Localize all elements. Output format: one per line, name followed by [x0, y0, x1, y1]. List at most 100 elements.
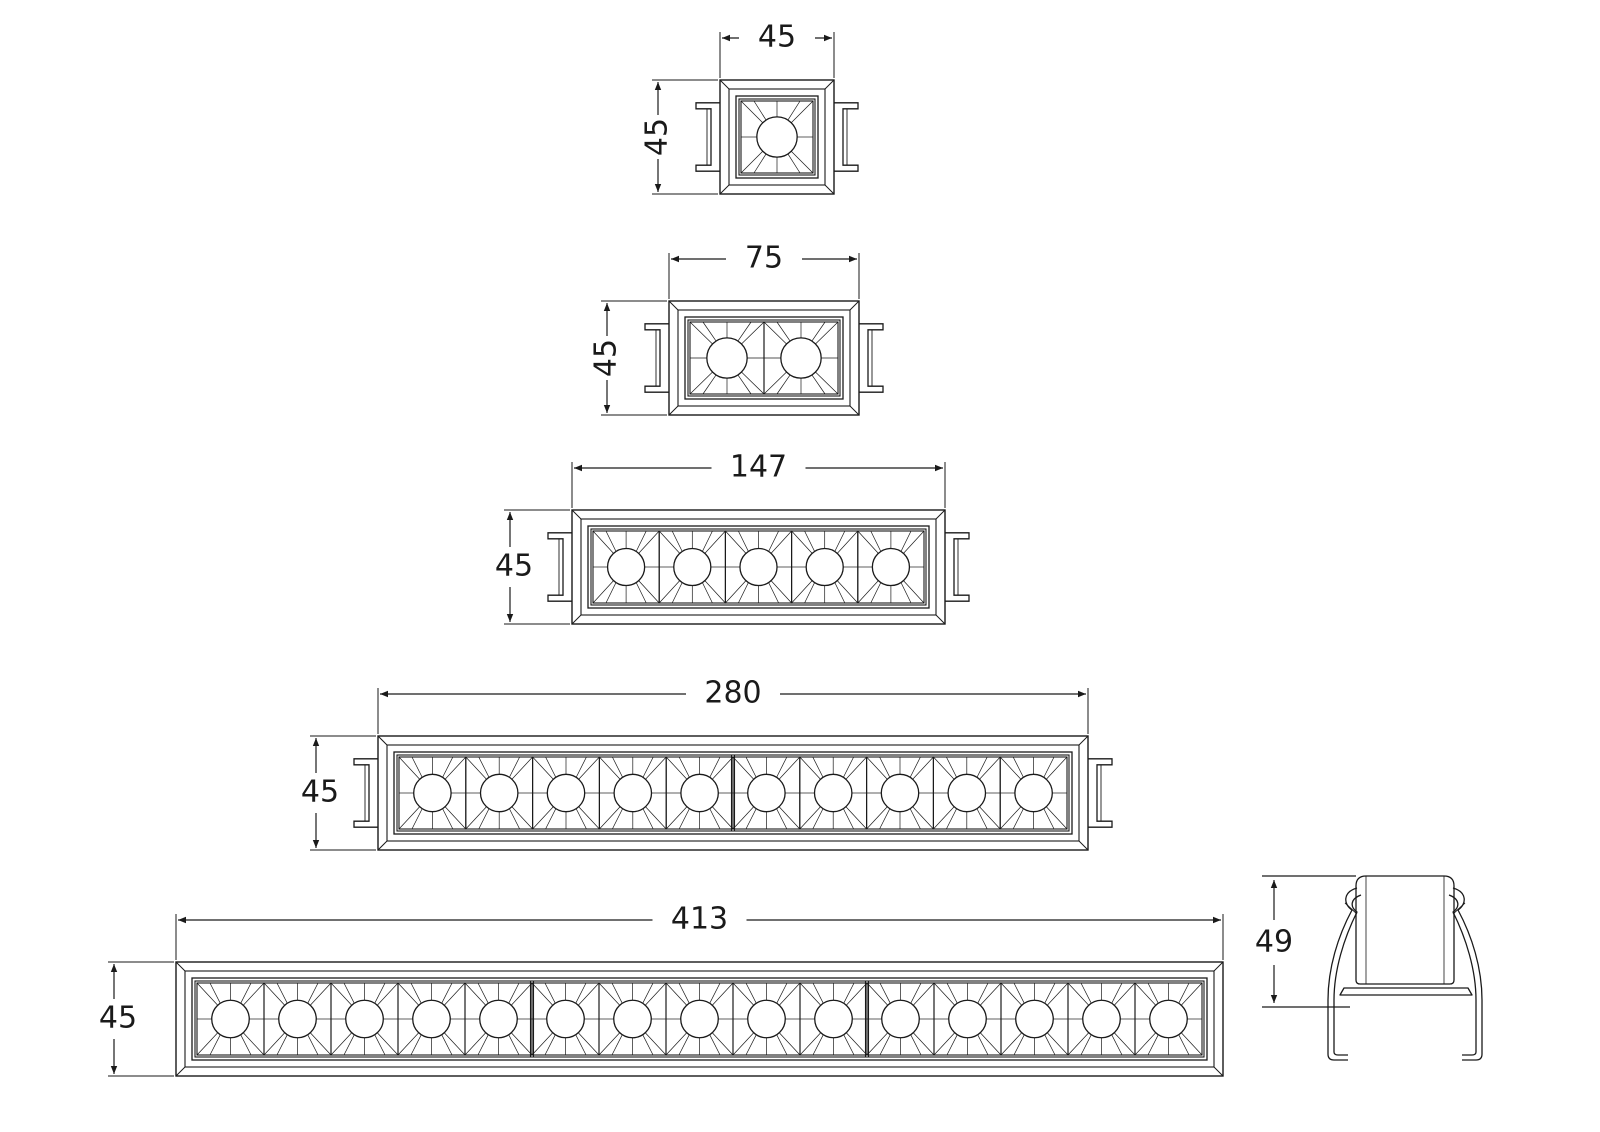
led-cell: [598, 982, 667, 1056]
height-dimension: 45: [640, 79, 718, 195]
led-lens: [881, 999, 920, 1039]
led-cell: [689, 321, 765, 395]
led-lens: [739, 547, 778, 587]
bevel: [386, 744, 1080, 842]
led-lens: [814, 999, 853, 1039]
outer-trim: [377, 735, 1089, 851]
led-lens: [813, 773, 853, 813]
led-lens: [1082, 999, 1121, 1039]
side-housing: [1355, 875, 1455, 985]
led-cell: [330, 982, 399, 1056]
led-cell: [531, 982, 600, 1056]
side-height-dimension: [1262, 875, 1356, 1008]
right-spring-clip: [859, 323, 884, 393]
fixture-1-cell: 45 45: [640, 20, 859, 195]
led-cell: [932, 756, 1001, 830]
led-cell: [732, 982, 801, 1056]
left-spring-clip: [695, 102, 720, 172]
outer-trim: [719, 79, 835, 195]
inner-frame: [735, 95, 819, 179]
fixture-body: [644, 300, 884, 416]
led-cell: [598, 756, 667, 830]
led-cell: [532, 756, 600, 830]
left-spring-clip: [644, 323, 669, 393]
width-label: 75: [745, 241, 783, 276]
height-label: 45: [99, 1001, 137, 1036]
outer-trim: [175, 961, 1224, 1077]
led-cell: [397, 982, 466, 1056]
led-cell: [799, 982, 868, 1056]
led-lens: [211, 999, 250, 1039]
height-dimension: 45: [99, 961, 174, 1077]
led-lens: [747, 773, 786, 813]
led-cell: [732, 756, 801, 830]
led-cell: [724, 530, 793, 604]
height-label: 45: [495, 549, 533, 584]
led-lens: [613, 999, 652, 1039]
height-dimension: 45: [589, 300, 667, 416]
led-lens: [805, 547, 844, 587]
left-spring-clip: [547, 532, 572, 602]
width-label: 147: [730, 450, 787, 485]
led-lens: [947, 773, 987, 813]
right-spring-clip: [1088, 758, 1113, 828]
width-label: 280: [704, 676, 761, 711]
width-dimension: 280: [377, 676, 1089, 734]
width-label: 45: [758, 20, 796, 55]
led-cell: [658, 530, 726, 604]
right-spring-clip: [834, 102, 859, 172]
led-lens: [479, 773, 519, 813]
inner-frame: [191, 977, 1208, 1061]
led-lens: [880, 773, 920, 813]
led-lens: [948, 999, 987, 1039]
fixture-10-cell: 280 45: [301, 676, 1113, 851]
led-lens: [413, 773, 452, 813]
width-dimension: 75: [668, 241, 860, 299]
led-cell: [1134, 982, 1203, 1056]
led-lens: [412, 999, 451, 1039]
fixture-body: [695, 79, 859, 195]
led-lens: [871, 547, 911, 587]
led-lens: [1015, 999, 1054, 1039]
led-lens: [479, 999, 518, 1039]
bevel: [677, 309, 851, 407]
led-cell: [465, 756, 534, 830]
inner-frame: [587, 525, 930, 609]
right-spring-clip: [945, 532, 970, 602]
led-cell: [866, 756, 934, 830]
left-spring-clip: [353, 758, 378, 828]
height-dimension: 45: [495, 509, 570, 625]
fixture-5-cell: 147 45: [495, 450, 970, 625]
led-lens: [747, 999, 786, 1039]
led-lens: [606, 547, 646, 587]
height-dimension: 45: [301, 735, 376, 851]
led-lens: [680, 999, 719, 1039]
bevel: [184, 970, 1215, 1068]
led-lens: [673, 547, 712, 587]
led-lens: [1149, 999, 1188, 1039]
bevel: [580, 518, 937, 616]
inner-frame: [393, 751, 1073, 835]
side-flange: [1339, 987, 1473, 996]
led-lens: [546, 999, 585, 1039]
led-cell: [196, 982, 265, 1056]
side-view: 49: [1255, 875, 1483, 1061]
width-dimension: 45: [719, 20, 835, 78]
led-lens: [706, 337, 748, 379]
led-cell: [740, 100, 814, 174]
height-label: 45: [301, 775, 339, 810]
fixture-15-cell: 413 45: [99, 902, 1224, 1077]
led-lens: [278, 999, 317, 1039]
bevel: [728, 88, 826, 186]
fixture-body: [547, 509, 970, 625]
led-cell: [464, 982, 533, 1056]
led-lens: [613, 773, 653, 813]
led-cell: [866, 982, 935, 1056]
led-lens: [680, 773, 719, 813]
outer-trim: [668, 300, 860, 416]
led-cell: [763, 321, 839, 395]
led-cell: [1067, 982, 1136, 1056]
led-cell: [1000, 982, 1069, 1056]
led-lens: [546, 773, 586, 813]
right-spring-clip: [1452, 887, 1483, 1061]
